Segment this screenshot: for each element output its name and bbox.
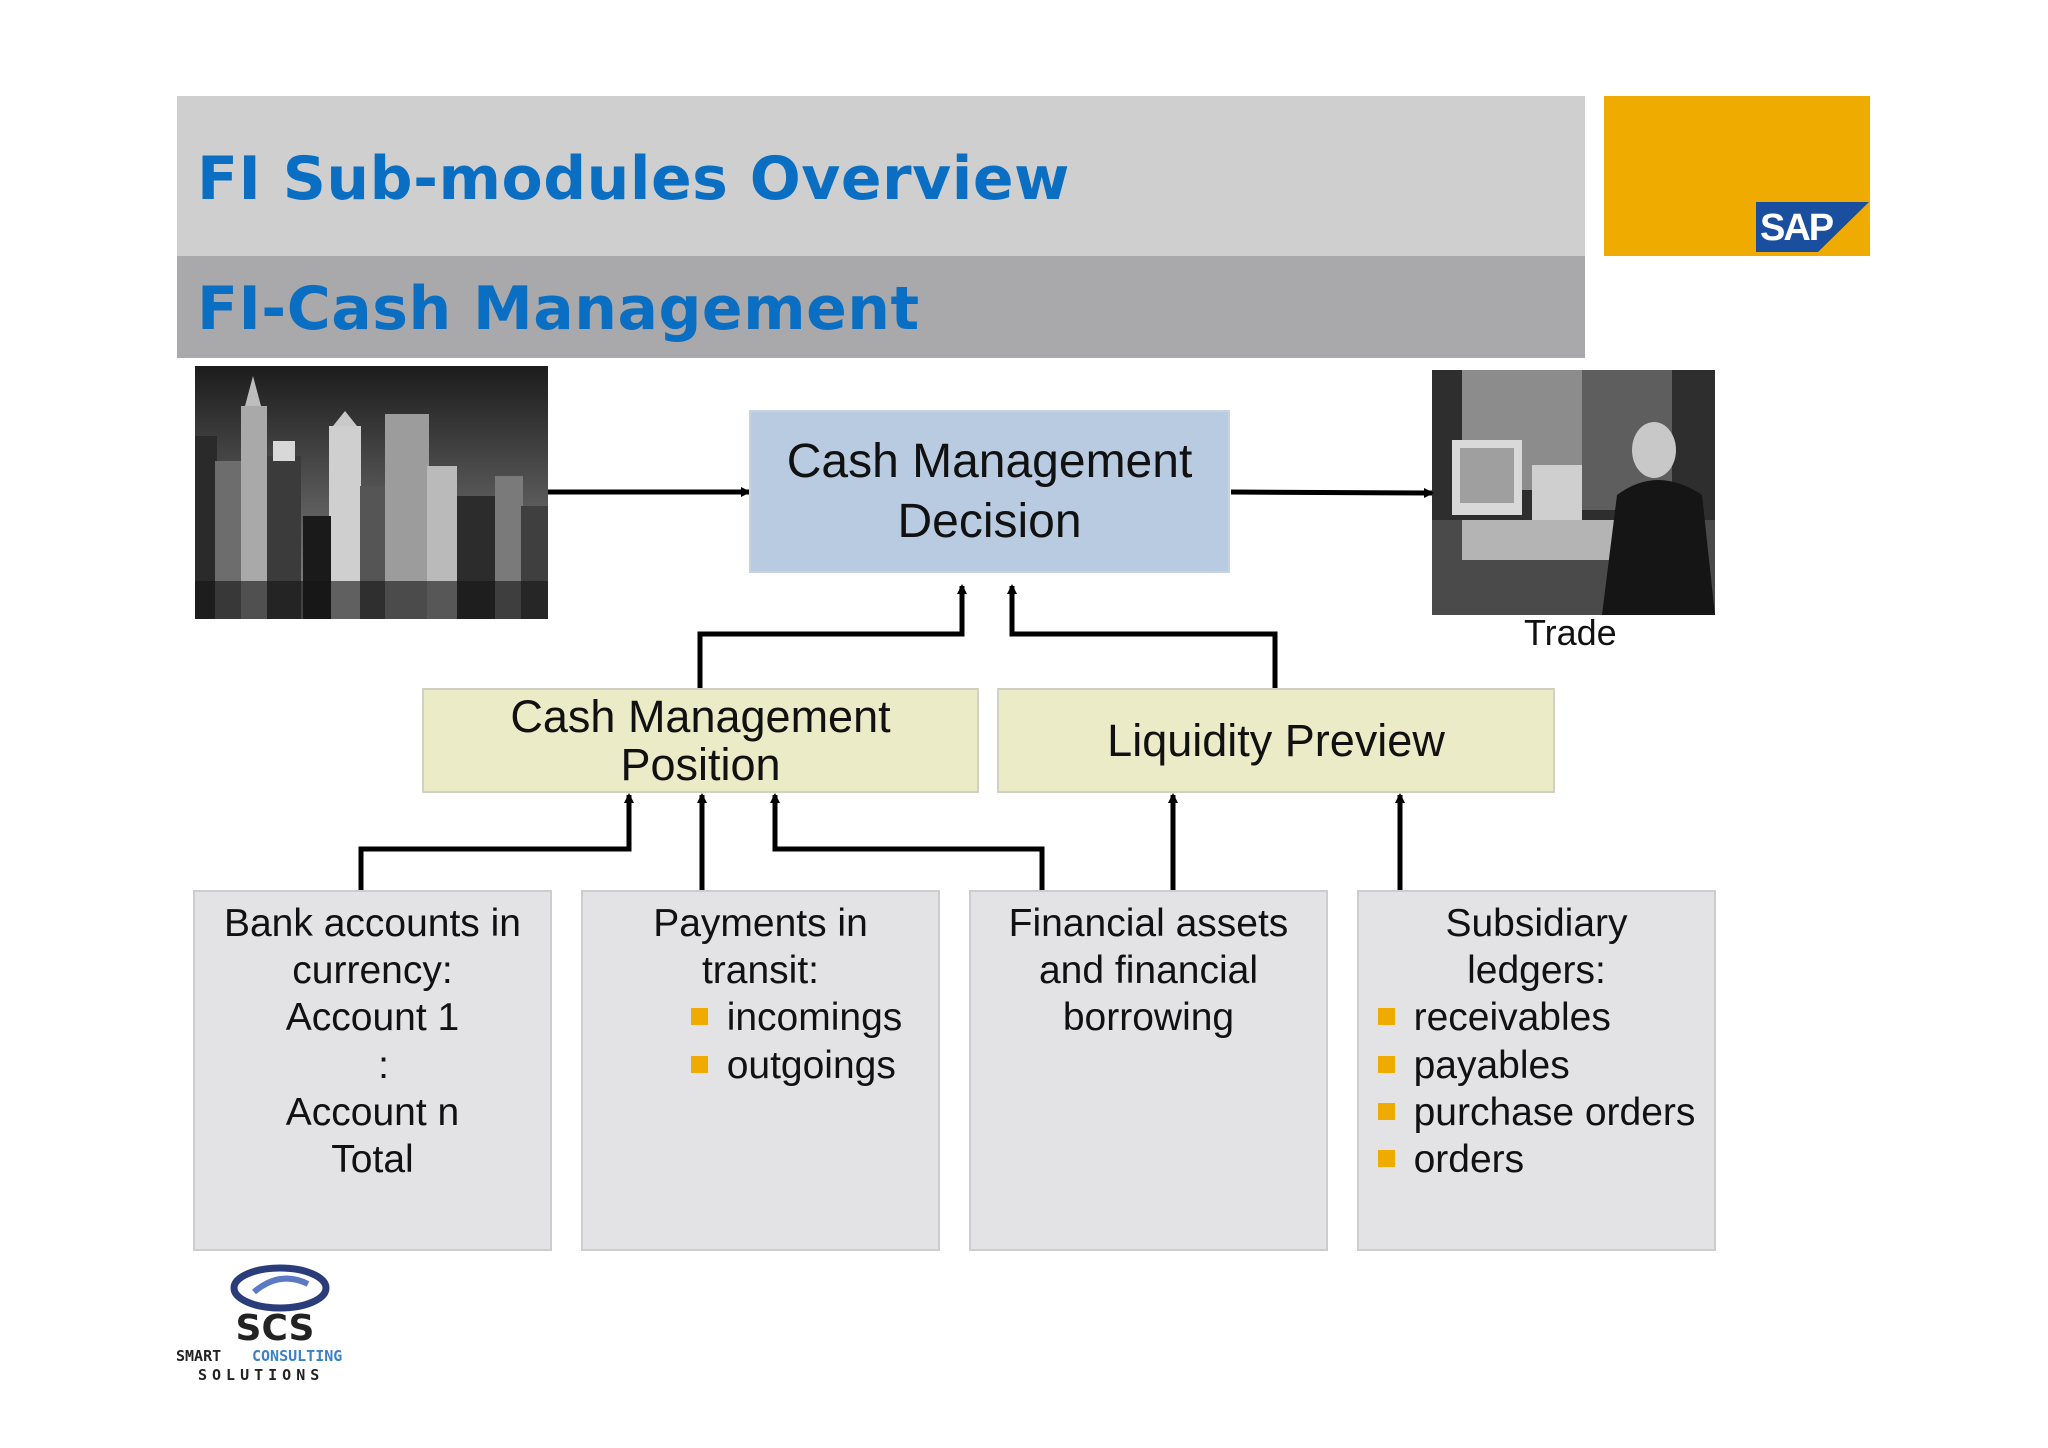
bank-line: Total: [331, 1137, 414, 1181]
subsidiary-ledgers-box: Subsidiary ledgers: receivables payables…: [1357, 890, 1716, 1251]
financial-line: Financial assets: [1008, 902, 1289, 945]
bullet-square-icon: [1377, 1149, 1395, 1167]
position-line-1: Cash Management: [510, 691, 891, 743]
bullet-square-icon: [690, 1008, 708, 1026]
list-item: purchase orders: [1377, 1089, 1695, 1136]
scs-line1-b: CONSULTING: [252, 1347, 342, 1365]
sap-logo-box: SAP: [1604, 96, 1870, 256]
page-title: FI Sub-modules Overview: [197, 144, 1070, 214]
bank-accounts-box: Bank accounts in currency: Account 1 : A…: [193, 890, 552, 1251]
scs-line1-a: SMART: [176, 1347, 221, 1365]
list-item: payables: [1377, 1042, 1696, 1089]
bullet-square-icon: [1377, 1008, 1395, 1026]
scs-line2: SOLUTIONS: [198, 1366, 324, 1384]
bullet-square-icon: [690, 1055, 708, 1073]
bank-line: :: [378, 1043, 389, 1087]
bullet-square-icon: [1377, 1102, 1395, 1120]
financial-line: and financial: [1038, 949, 1258, 993]
trade-label: Trade: [1524, 612, 1617, 653]
financial-assets-box: Financial assets and financial borrowing: [969, 890, 1328, 1251]
liquidity-preview-box: Liquidity Preview: [997, 688, 1555, 793]
financial-line: borrowing: [1062, 996, 1235, 1040]
scs-logo: SCS SMART CONSULTING SOLUTIONS: [170, 1262, 380, 1386]
sap-logo: SAP: [1756, 202, 1869, 252]
payments-in-transit-box: Payments in transit: incomings outgoings: [581, 890, 940, 1251]
list-item: orders: [1377, 1136, 1696, 1183]
bank-line: currency:: [292, 949, 453, 993]
title-bar: FI Sub-modules Overview: [177, 96, 1585, 256]
liquidity-label: Liquidity Preview: [1107, 714, 1445, 766]
scs-letters: SCS: [236, 1308, 315, 1349]
office-worker-image: [1432, 370, 1715, 615]
sap-logo-text: SAP: [1760, 207, 1834, 249]
position-line-2: Position: [620, 738, 781, 790]
cash-management-position-box: Cash Management Position: [422, 688, 979, 793]
subtitle-bar: FI-Cash Management: [177, 256, 1585, 358]
bullet-square-icon: [1377, 1055, 1395, 1073]
page-subtitle: FI-Cash Management: [197, 274, 920, 344]
list-item: receivables: [1377, 994, 1696, 1041]
list-item: outgoings: [690, 1042, 903, 1089]
decision-line-1: Cash Management: [786, 434, 1193, 488]
payments-heading-line: transit:: [701, 949, 820, 993]
payments-heading-line: Payments in: [653, 902, 868, 945]
bank-line: Account 1: [285, 996, 460, 1040]
city-skyline-image: [195, 366, 548, 619]
bank-line: Account n: [285, 1090, 460, 1134]
bank-line: Bank accounts in: [223, 902, 521, 945]
cash-management-decision-box: Cash Management Decision: [749, 410, 1230, 573]
decision-line-2: Decision: [897, 494, 1082, 548]
subsidiary-heading-line: Subsidiary: [1445, 902, 1628, 945]
subsidiary-heading-line: ledgers:: [1467, 949, 1606, 993]
list-item: incomings: [690, 994, 902, 1041]
